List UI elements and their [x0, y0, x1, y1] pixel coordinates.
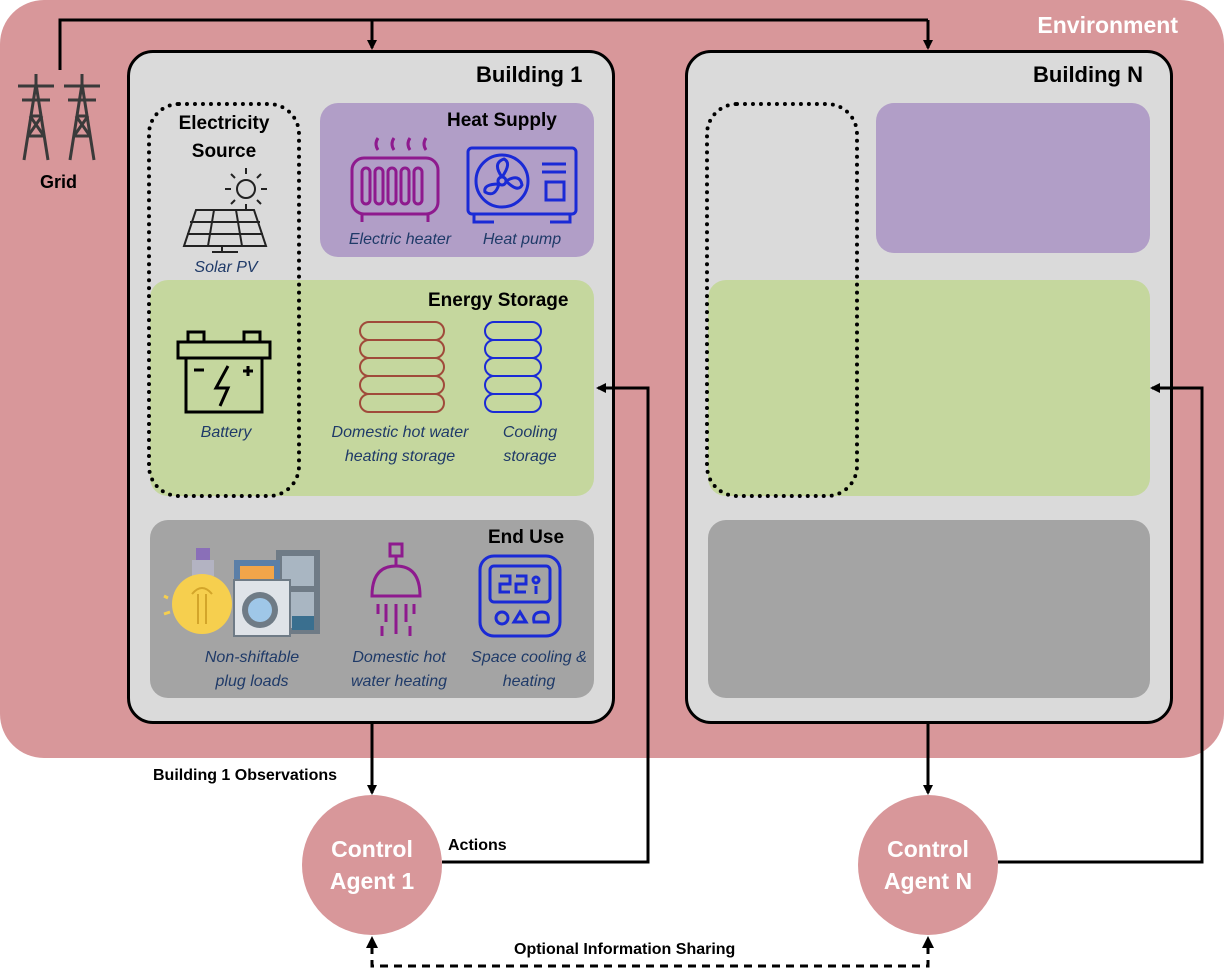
energy-storage-title: Energy Storage: [428, 290, 569, 311]
building-n-title: Building N: [1033, 62, 1143, 87]
thermostat-icon: [478, 554, 562, 638]
control-agent-n: Control Agent N: [858, 795, 998, 935]
electric-heater-label: Electric heater: [348, 231, 452, 248]
battery-icon: [176, 330, 272, 414]
dhw-storage-icon: [356, 320, 448, 416]
information-sharing-label: Optional Information Sharing: [514, 941, 736, 958]
building-n-energy-storage-panel: [708, 280, 1150, 496]
electric-heater-icon: [348, 134, 442, 224]
solar-pv-label: Solar PV: [194, 259, 258, 276]
transmission-tower-icon: [14, 66, 114, 162]
shower-icon: [364, 542, 428, 642]
cooling-storage-icon: [482, 320, 544, 416]
electricity-source-region: [147, 102, 301, 498]
heat-pump-label: Heat pump: [482, 231, 562, 248]
control-agent-1: Control Agent 1: [302, 795, 442, 935]
plug-loads-label: Non-shiftable plug loads: [204, 649, 300, 690]
electricity-source-title: Electricity Source: [178, 113, 270, 162]
observations-label: Building 1 Observations: [153, 767, 338, 784]
building-n-end-use-panel: [708, 520, 1150, 698]
dhw-heating-label: Domestic hot water heating: [350, 649, 448, 690]
battery-label: Battery: [200, 424, 252, 441]
heat-supply-panel: [320, 103, 594, 257]
heat-pump-icon: [466, 140, 578, 224]
building-n-heat-supply-panel: [876, 103, 1150, 253]
dhw-storage-label: Domestic hot water heating storage: [331, 424, 469, 465]
building-n-electricity-source-region: [705, 102, 859, 498]
space-cooling-label: Space cooling & heating: [471, 649, 587, 690]
actions-label: Actions: [448, 837, 507, 854]
sun-icon: [222, 166, 270, 212]
appliances-icon: [232, 546, 324, 638]
end-use-title: End Use: [488, 527, 565, 548]
environment-label: Environment: [1037, 12, 1178, 38]
solar-panel-icon: [182, 206, 268, 254]
building-1-title: Building 1: [476, 62, 583, 87]
heat-supply-title: Heat Supply: [447, 110, 557, 131]
grid-label: Grid: [40, 172, 78, 192]
light-bulb-icon: [162, 546, 242, 638]
cooling-storage-label: Cooling storage: [502, 424, 558, 465]
